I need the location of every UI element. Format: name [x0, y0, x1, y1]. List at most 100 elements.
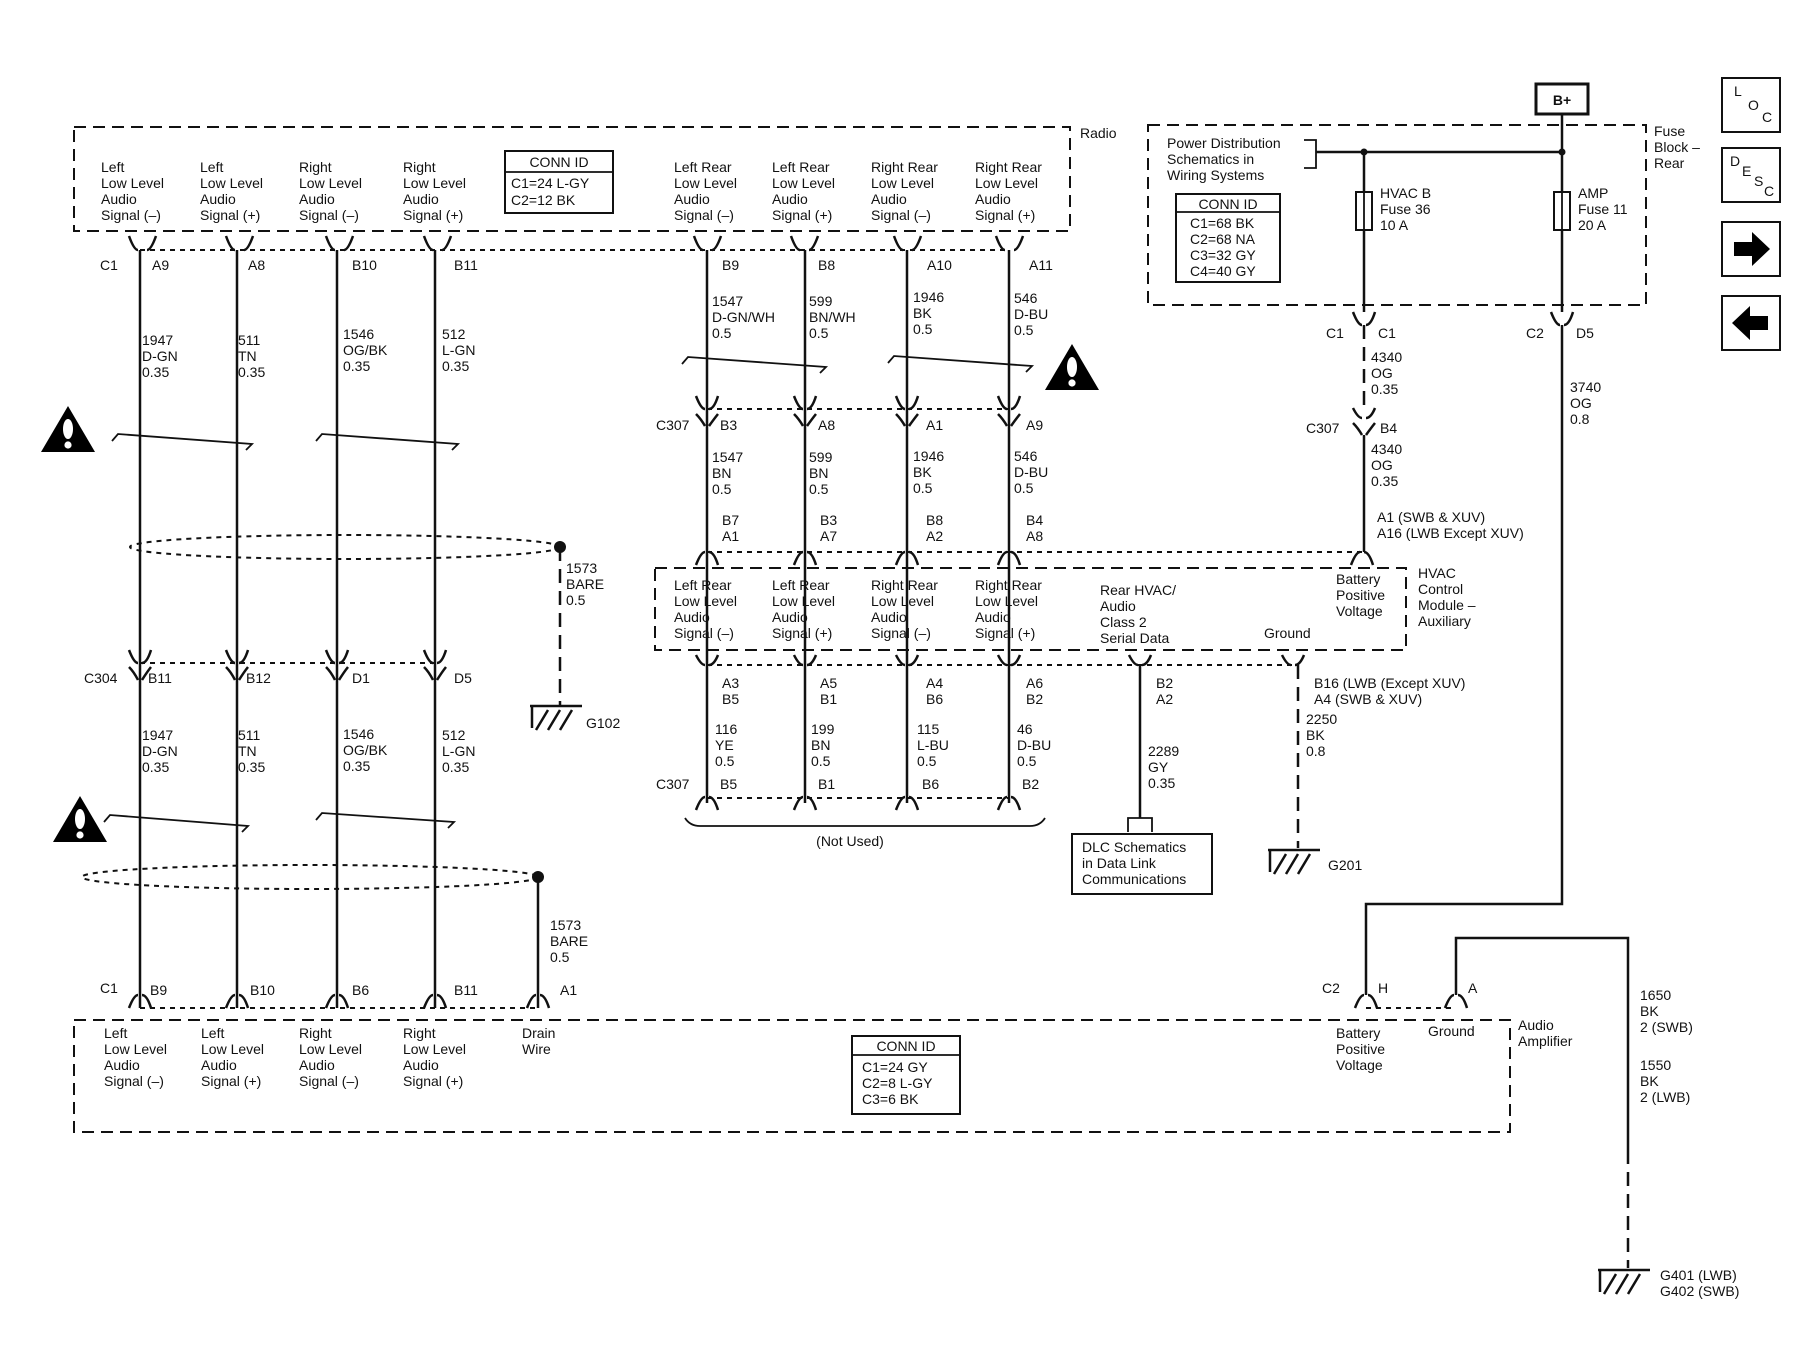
amp-feed-wire — [1364, 325, 1564, 995]
c307-upper-row — [694, 395, 1022, 427]
ground-icon — [1266, 848, 1322, 876]
twisted-pair-marks-upper — [111, 433, 461, 451]
fuse-block-box — [1147, 124, 1647, 306]
c307-lower-pin-2: B1 — [818, 776, 835, 792]
c307-lower-pin-4: B2 — [1022, 776, 1039, 792]
c307-right-pin: B4 — [1380, 420, 1397, 436]
svg-text:C2=8 L-GY: C2=8 L-GY — [862, 1075, 933, 1091]
back-button[interactable] — [1721, 295, 1781, 351]
svg-text:D: D — [1730, 153, 1740, 169]
svg-text:C4=40 GY: C4=40 GY — [1190, 263, 1256, 279]
c307-upper-pin-1: B3 — [720, 417, 737, 433]
amp-conn-id: CONN ID C1=24 GY C2=8 L-GY C3=6 BK — [851, 1035, 961, 1115]
c304-pin-1: B11 — [148, 670, 172, 686]
hvac-ground-pin: B16 (LWB (Except XUV)A4 (SWB & XUV) — [1314, 675, 1465, 707]
twisted-pair-marks-rear — [681, 355, 1035, 374]
next-button[interactable] — [1721, 221, 1781, 277]
svg-text:CONN ID: CONN ID — [1198, 196, 1257, 212]
radio-box — [73, 126, 1071, 232]
c304-connector-row — [127, 649, 448, 681]
svg-text:C3=6 BK: C3=6 BK — [862, 1091, 919, 1107]
svg-text:CONN ID: CONN ID — [529, 154, 588, 170]
serial-data-bracket — [1127, 817, 1153, 832]
amp-c2-pin-h: H — [1378, 980, 1388, 996]
radio-title: Radio — [1080, 125, 1117, 141]
c307-right-connector — [1351, 407, 1377, 436]
fuse-block-connectors — [1351, 311, 1575, 327]
svg-text:C: C — [1762, 109, 1772, 125]
svg-text:C2=68 NA: C2=68 NA — [1190, 231, 1256, 247]
ground-icon — [528, 704, 584, 732]
svg-text:E: E — [1742, 163, 1751, 179]
radio-pin-7: A10 — [927, 257, 952, 273]
fuse-c2-pin: D5 — [1576, 325, 1594, 341]
radio-pin-1: A9 — [152, 257, 169, 273]
not-used-label: (Not Used) — [816, 833, 884, 849]
svg-text:C1=24 GY: C1=24 GY — [862, 1059, 928, 1075]
c307-upper-pin-3: A1 — [926, 417, 943, 433]
svg-text:DLC Schematics: DLC Schematics — [1082, 839, 1186, 855]
radio-pin-5: B9 — [722, 257, 739, 273]
svg-text:C2=12 BK: C2=12 BK — [511, 192, 576, 208]
amp-ground-label: G401 (LWB)G402 (SWB) — [1660, 1267, 1739, 1299]
c304-label: C304 — [84, 670, 118, 686]
svg-text:C3=32 GY: C3=32 GY — [1190, 247, 1256, 263]
radio-pin-4: B11 — [454, 257, 478, 273]
c304-pin-4: D5 — [454, 670, 472, 686]
radio-connector-row — [127, 235, 1025, 252]
hvac-top-connector-row — [694, 550, 1375, 566]
desc-button[interactable]: D E S C — [1721, 147, 1781, 203]
ground-icon — [1596, 1268, 1652, 1296]
svg-text:B+: B+ — [1553, 92, 1571, 108]
radio-pin-6: B8 — [818, 257, 835, 273]
amp-pin-1: B9 — [150, 982, 167, 998]
hvac-ground-label: Ground — [1264, 625, 1311, 641]
amp-ground-wire — [1454, 936, 1630, 1150]
c307-right-label: C307 — [1306, 420, 1340, 436]
c307-lower-pin-3: B6 — [922, 776, 939, 792]
dlc-reference-box[interactable]: DLC Schematics in Data Link Communicatio… — [1071, 833, 1213, 895]
loc-button[interactable]: L O C — [1721, 77, 1781, 133]
not-used-brace — [684, 817, 1046, 827]
amp-connector-row — [127, 993, 551, 1009]
shield-upper — [129, 534, 561, 560]
c304-pin-2: B12 — [246, 670, 271, 686]
hvac-bpv-pin: A1 (SWB & XUV)A16 (LWB Except XUV) — [1377, 509, 1524, 541]
svg-text:S: S — [1754, 173, 1763, 189]
fuse-c1-label: C1 — [1326, 325, 1344, 341]
svg-text:Communications: Communications — [1082, 871, 1186, 887]
